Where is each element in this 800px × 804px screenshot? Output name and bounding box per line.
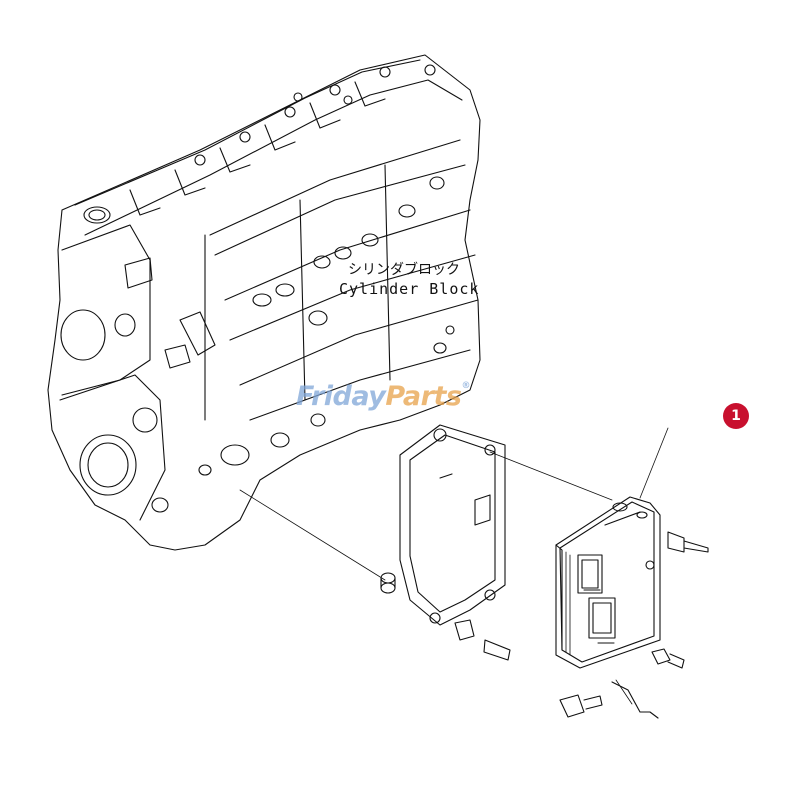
watermark-logo: FridayParts® [296,381,470,412]
bolt-set [454,531,709,719]
watermark-mark: ® [461,381,470,391]
mounting-bracket-drawing [399,424,506,626]
part-callout-badge[interactable]: 1 [723,403,749,429]
watermark-part2: Parts [385,381,462,412]
cylinder-block-drawing [47,54,481,551]
spacer-part [380,572,396,594]
watermark-part1: Friday [296,381,386,412]
engine-controller-unit-drawing [555,496,661,669]
cylinder-block-label-jp: シリンダブロック [348,262,460,278]
cylinder-block-label-en: Cylinder Block [339,280,480,298]
callout-number: 1 [731,408,741,424]
leader-lines [239,427,669,581]
